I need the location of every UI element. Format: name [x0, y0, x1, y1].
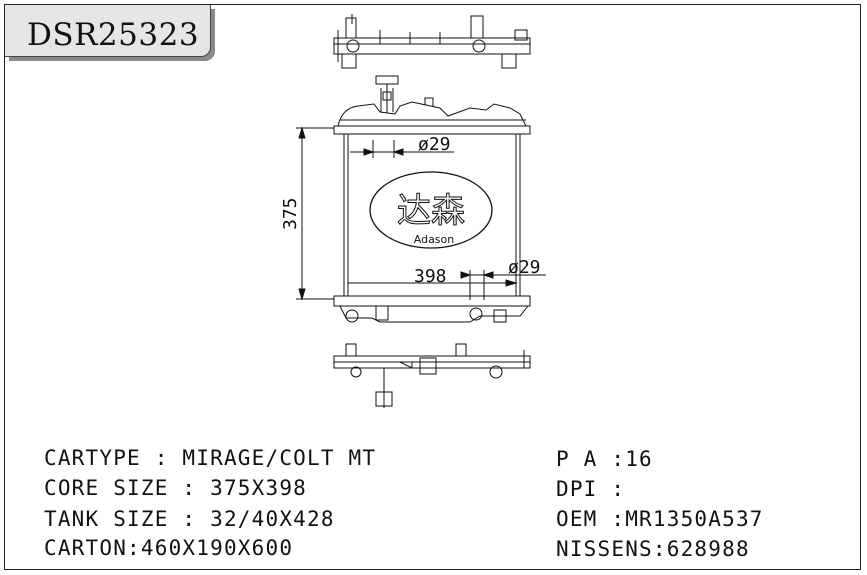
spec-pa: P A :16	[556, 447, 653, 471]
bottom-tank-view	[333, 343, 531, 408]
product-code: DSR25323	[27, 17, 200, 53]
spec-oem: OEM :MR1350A537	[556, 507, 764, 531]
outlet-diameter-label: ø29	[508, 257, 541, 278]
spec-core-size: CORE SIZE : 375X398	[44, 476, 308, 500]
spec-tank-size: TANK SIZE : 32/40X428	[44, 507, 335, 531]
spec-nissens: NISSENS:628988	[556, 537, 750, 561]
core-height-label: 375	[280, 197, 301, 230]
radiator-front-view	[333, 101, 531, 323]
top-tank-view	[333, 14, 531, 69]
product-code-tab: DSR25323	[5, 5, 211, 57]
adason-logo	[369, 171, 493, 249]
spec-cartype: CARTYPE : MIRAGE/COLT MT	[44, 446, 377, 470]
core-width-label: 398	[414, 266, 447, 287]
spec-dpi: DPI :	[556, 477, 626, 501]
logo-latin-text: Adason	[414, 233, 455, 246]
dimension-lines	[296, 126, 546, 301]
spec-carton: CARTON:460X190X600	[44, 536, 294, 560]
page-frame	[4, 4, 861, 570]
logo-chinese-text: 达森	[397, 191, 465, 231]
inlet-diameter-label: ø29	[418, 134, 451, 155]
